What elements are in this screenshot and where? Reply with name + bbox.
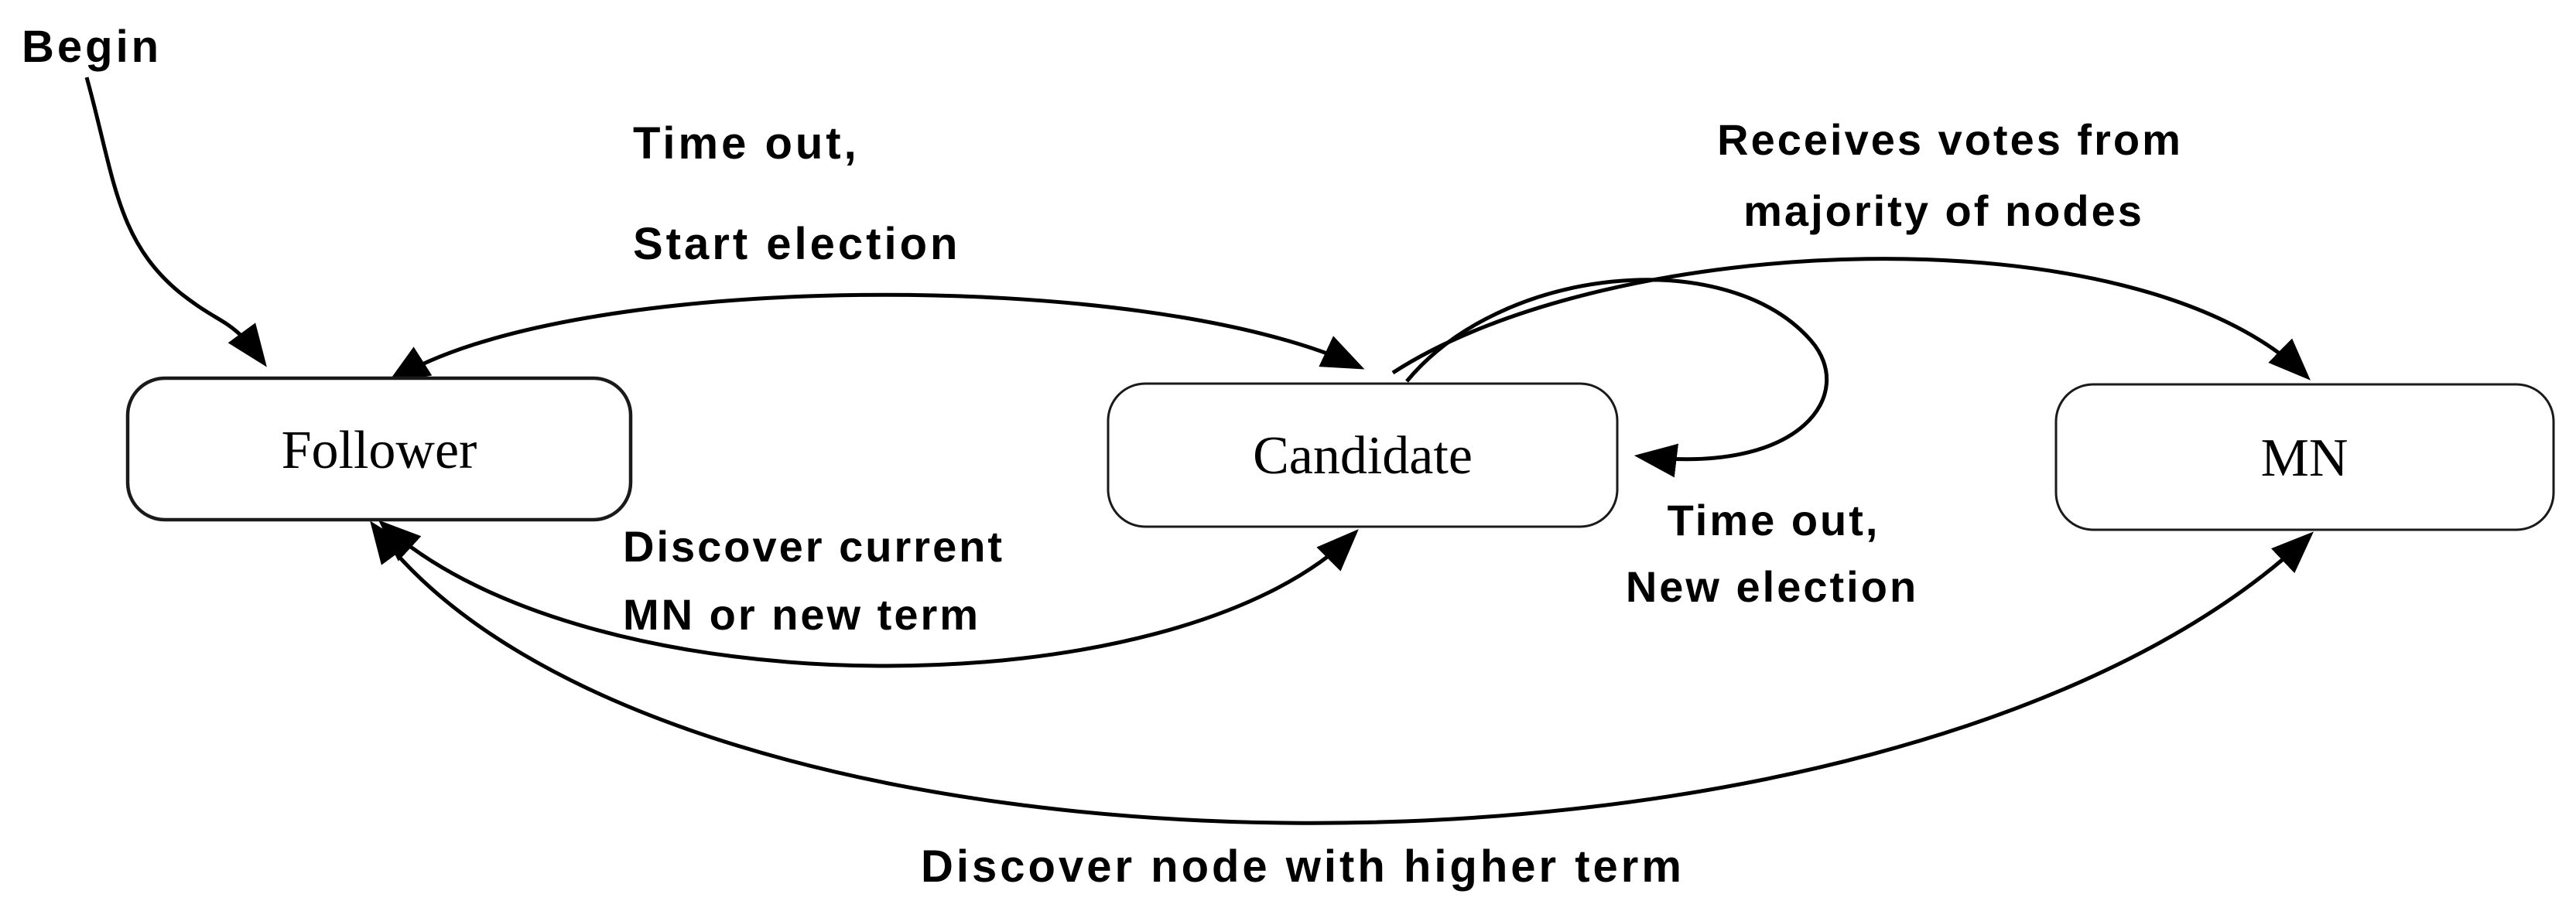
edge-candidate-mn-arc: [1391, 257, 2311, 381]
node-mn-label: MN: [2261, 428, 2349, 488]
node-mn-box: [2054, 383, 2555, 531]
node-candidate-box: [1107, 382, 1619, 528]
edge-labels: Begin Time out, Start election Receives …: [22, 22, 2183, 892]
node-mn: MN: [2054, 383, 2555, 531]
node-candidate-label: Candidate: [1253, 426, 1473, 486]
label-timeout-start-line2: Start election: [633, 219, 960, 269]
edge-mn-follower-arc: [370, 520, 2314, 825]
label-discover-higher-term: Discover node with higher term: [921, 841, 1685, 892]
node-follower-label: Follower: [282, 421, 477, 480]
edge-group: [84, 77, 2314, 825]
label-receives-votes-line2: majority of nodes: [1743, 186, 2144, 235]
node-candidate: Candidate: [1107, 382, 1619, 528]
label-discover-current-line2: MN or new term: [623, 590, 980, 639]
edge-candidate-follower-arc: [378, 520, 1359, 668]
label-timeout-new-line2: New election: [1626, 562, 1918, 611]
edge-candidate-self-loop: [1405, 278, 1829, 478]
label-begin: Begin: [22, 22, 162, 72]
label-receives-votes-line1: Receives votes from: [1717, 115, 2183, 164]
edge-begin-arrow: [84, 77, 267, 367]
node-follower-box: [125, 376, 633, 522]
node-follower: Follower: [125, 376, 633, 522]
label-timeout-new-line1: Time out,: [1668, 496, 1880, 544]
label-timeout-start-line1: Time out,: [633, 118, 860, 169]
edge-follower-candidate-arc: [387, 292, 1365, 384]
label-discover-current-line1: Discover current: [623, 522, 1004, 571]
